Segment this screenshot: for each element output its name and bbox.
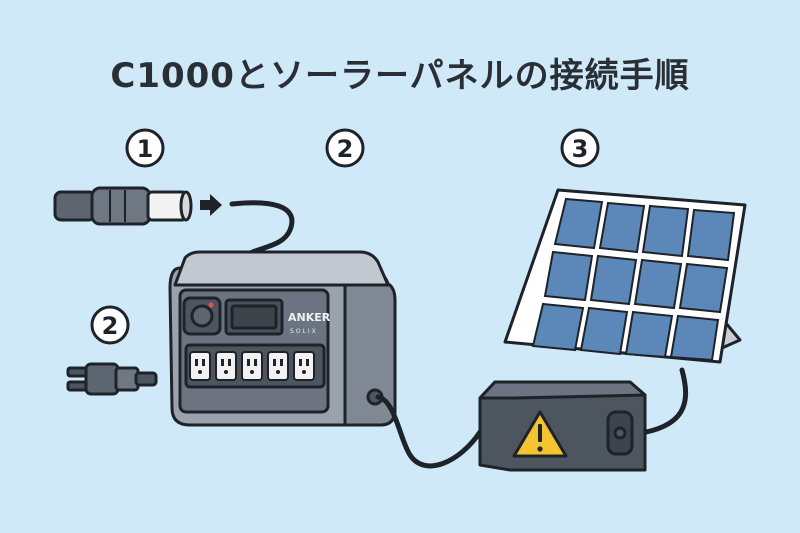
step-3-marker: 3 bbox=[560, 128, 600, 168]
step-2-alt-label: 2 bbox=[102, 312, 119, 340]
solar-cell bbox=[579, 306, 629, 356]
solar-cell bbox=[678, 262, 729, 314]
solar-cell bbox=[669, 314, 720, 362]
step-2-alt-marker: 2 bbox=[90, 305, 130, 345]
power-station bbox=[168, 250, 397, 427]
solar-cell bbox=[641, 204, 690, 258]
solar-cell bbox=[686, 208, 736, 262]
step-2-label: 2 bbox=[337, 135, 354, 163]
right-arrow-icon bbox=[200, 194, 222, 216]
ac-outlet-4 bbox=[267, 351, 289, 381]
solar-cell bbox=[598, 201, 646, 254]
solar-cell bbox=[531, 302, 585, 352]
solar-cell bbox=[624, 310, 674, 359]
ac-outlet-2 bbox=[215, 351, 237, 381]
step-1-marker: 1 bbox=[125, 128, 165, 168]
sub-brand-label: SOLIX bbox=[290, 328, 318, 335]
adapter-cable bbox=[375, 394, 483, 469]
solar-panel bbox=[503, 188, 747, 364]
brand-label: ANKER bbox=[288, 311, 331, 324]
solar-cell bbox=[633, 258, 683, 310]
step-1-label: 1 bbox=[137, 135, 154, 163]
ac-outlet-3 bbox=[241, 351, 263, 381]
step-3-label: 3 bbox=[572, 135, 589, 163]
mc4-connector-icon bbox=[66, 362, 158, 396]
ac-outlets bbox=[189, 351, 315, 381]
solar-cell bbox=[543, 250, 594, 302]
ac-outlet-5 bbox=[293, 351, 315, 381]
warning-icon bbox=[512, 410, 568, 458]
barrel-connector-icon bbox=[53, 186, 193, 226]
step-2-marker: 2 bbox=[325, 128, 365, 168]
ac-outlet-1 bbox=[189, 351, 211, 381]
page-title: C1000とソーラーパネルの接続手順 bbox=[110, 56, 690, 96]
solar-cell bbox=[553, 197, 604, 250]
solar-cell bbox=[589, 254, 638, 306]
